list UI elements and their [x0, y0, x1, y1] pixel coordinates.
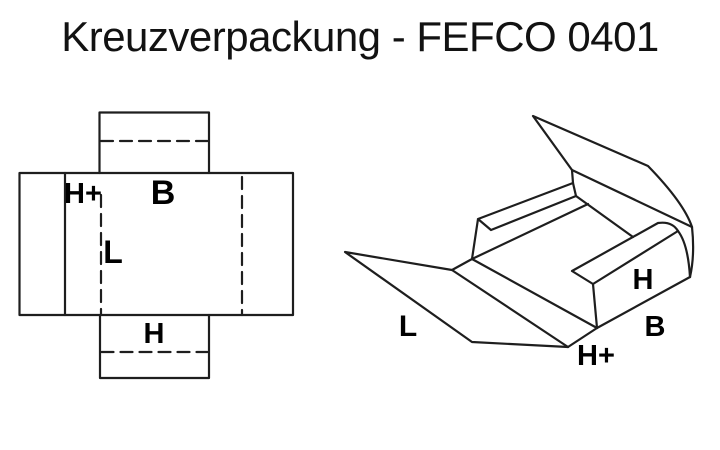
flat-diagram-labels: H+ B L H	[64, 174, 175, 350]
flat-label-b: B	[151, 174, 176, 212]
iso-floor-back-edge	[470, 202, 590, 261]
flat-label-l: L	[103, 234, 123, 270]
iso-left-rim-outline	[470, 181, 578, 261]
iso-label-b: B	[645, 311, 666, 343]
iso-back-flap-outline	[531, 114, 694, 229]
flat-middle-band-outline	[18, 171, 295, 317]
iso-right-rim-front-left-edge	[591, 282, 599, 330]
flat-label-h: H	[144, 318, 165, 350]
iso-l-flap-outline	[343, 250, 570, 349]
iso-diagram-lines	[343, 114, 695, 349]
flat-diagram-lines	[18, 111, 295, 380]
iso-label-l: L	[399, 310, 417, 343]
flat-top-flap-outline	[98, 111, 211, 175]
iso-front-band-right-edge	[566, 326, 599, 349]
flat-bottom-flap-outline	[98, 313, 211, 380]
iso-right-rim-bottom-edge	[595, 275, 692, 330]
flat-label-h-plus: H+	[64, 178, 102, 210]
iso-floor-front-edge	[470, 257, 599, 330]
iso-diagram-labels: L H B H+	[399, 264, 666, 372]
iso-back-wall-left-edge	[570, 168, 575, 185]
page-title: Kreuzverpackung - FEFCO 0401	[61, 13, 659, 60]
iso-label-h: H	[633, 264, 654, 296]
iso-right-rim-right-edge	[676, 229, 692, 279]
iso-back-wall-bottom-edge	[574, 194, 635, 239]
iso-label-h-plus: H+	[577, 340, 615, 372]
